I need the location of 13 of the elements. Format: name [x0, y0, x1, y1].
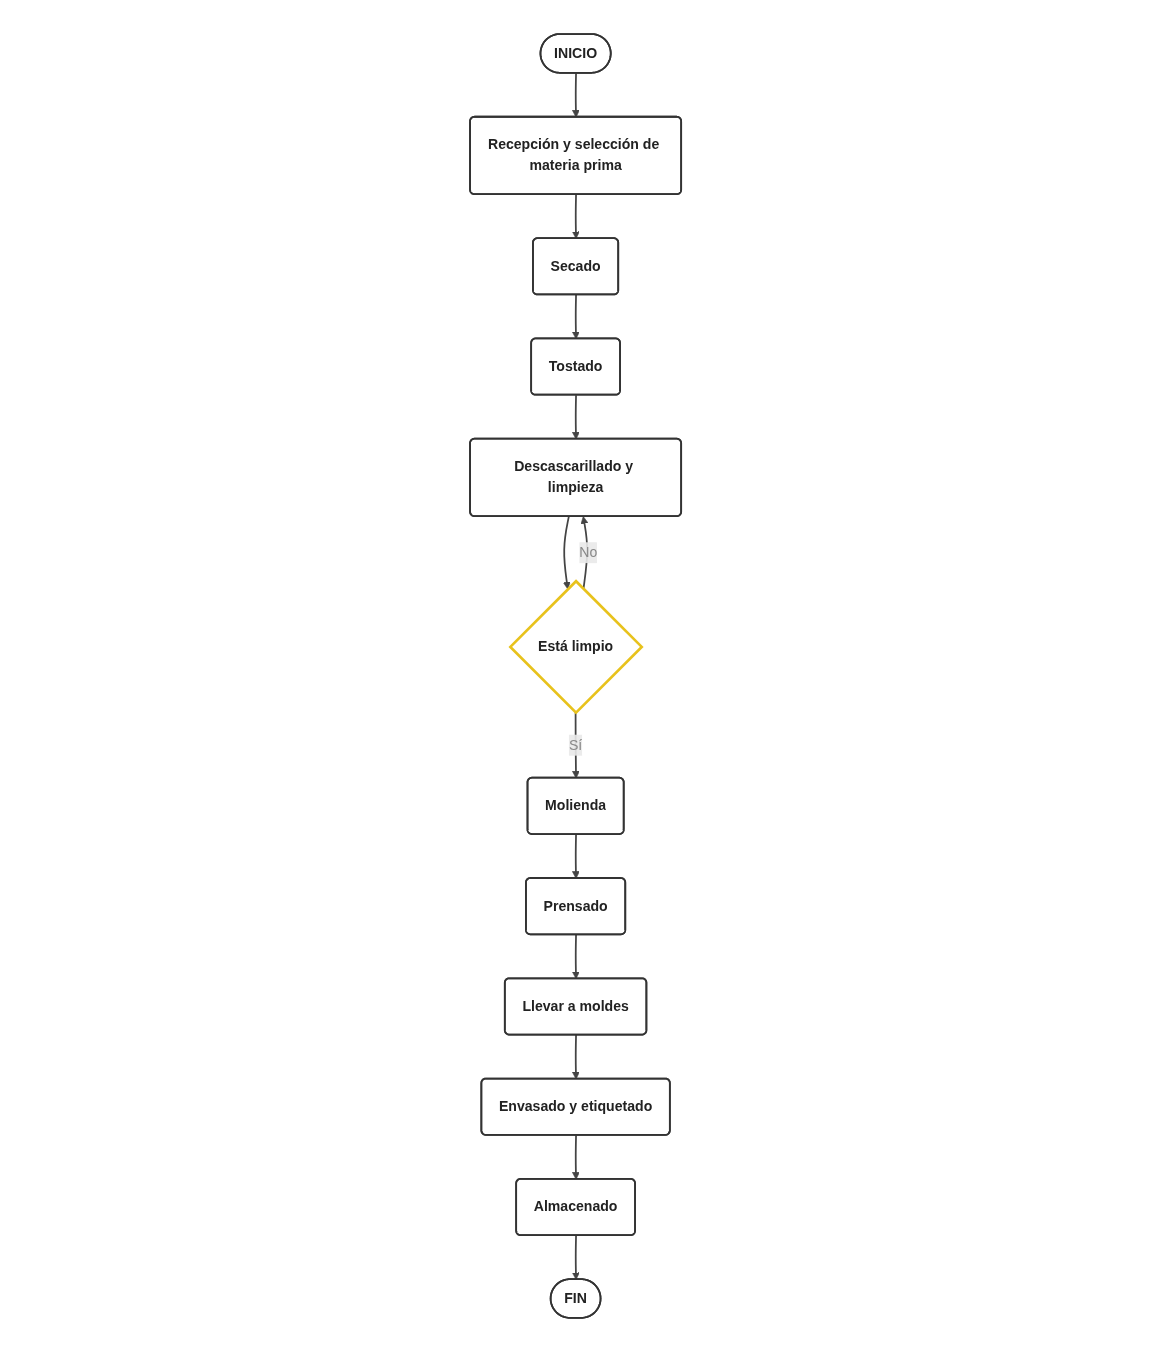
arrow	[572, 833, 581, 879]
arrow	[572, 1134, 581, 1180]
arrow	[572, 72, 581, 118]
arrow	[572, 394, 581, 440]
arrow	[563, 515, 572, 590]
arrow	[572, 294, 581, 340]
edge-label: No	[579, 544, 598, 560]
node-diamond: Está limpio	[508, 579, 644, 715]
arrow	[572, 1234, 581, 1280]
arrow	[572, 193, 581, 239]
arrow	[572, 1034, 581, 1080]
edge-label: Sí	[569, 737, 583, 753]
arrow	[572, 933, 581, 980]
